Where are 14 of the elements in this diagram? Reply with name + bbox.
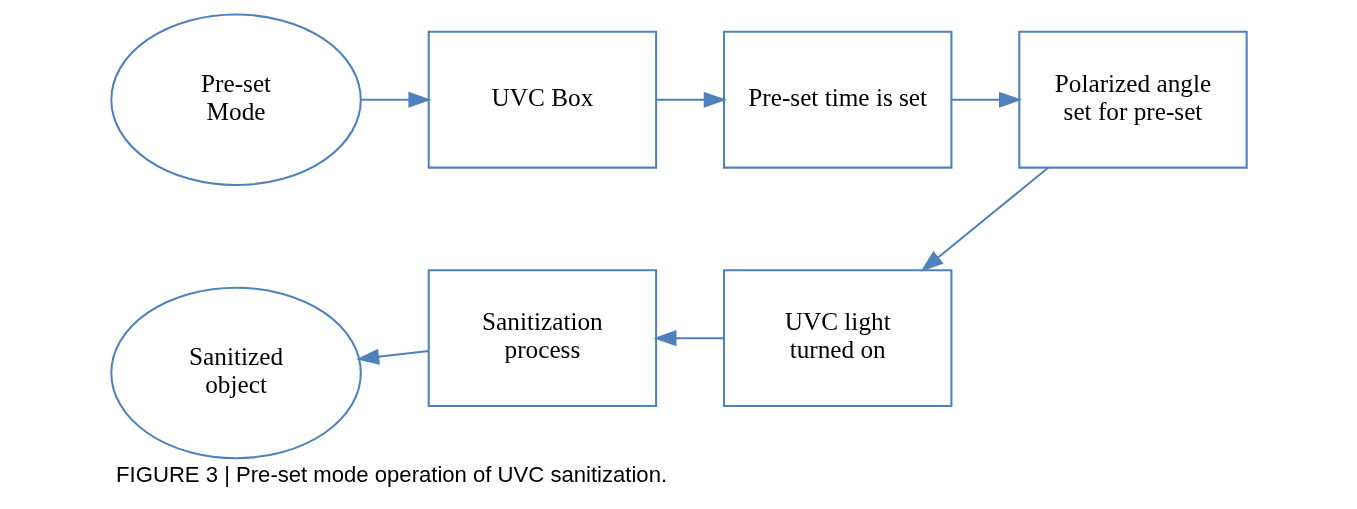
node-ellipse: Sanitized object xyxy=(109,286,362,460)
arrow xyxy=(355,348,429,365)
node-box: Pre-set time is set xyxy=(722,30,952,169)
arrow xyxy=(360,91,431,108)
node-box: Sanitization process xyxy=(427,269,657,408)
caption: FIGURE 3 | Pre-set mode operation of UVC sanitization. xyxy=(115,462,667,488)
node-ellipse: Pre-set Mode xyxy=(109,13,362,187)
arrow xyxy=(951,91,1022,108)
arrow xyxy=(656,91,727,108)
arrow xyxy=(920,166,1049,272)
node-box: UVC light turned on xyxy=(722,269,952,408)
node-box: UVC Box xyxy=(427,30,657,169)
node-box: Polarized angle set for pre-set xyxy=(1017,30,1248,169)
arrow xyxy=(652,330,724,347)
